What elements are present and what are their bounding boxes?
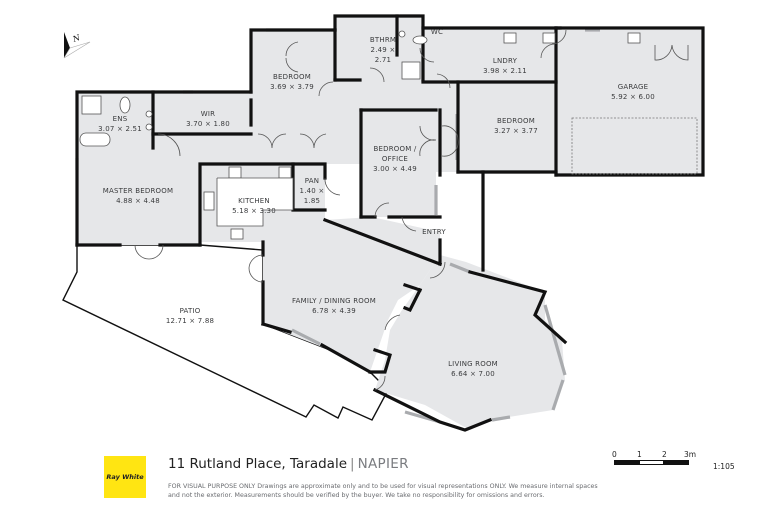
floor-plan: N — [62, 14, 705, 432]
address-separator: | — [350, 456, 355, 472]
basin-icon — [145, 110, 153, 118]
room-name-garage: GARAGE — [618, 83, 649, 91]
room-name-patio: PATIO — [180, 307, 201, 315]
basin-icon — [145, 123, 153, 131]
shower-icon — [401, 61, 421, 80]
room-name-wc: WC — [431, 28, 443, 36]
sink-icon — [542, 32, 556, 44]
room-name-lndry: LNDRY — [493, 57, 518, 65]
scale-ratio: 1:105 — [713, 462, 735, 471]
north-arrow-icon: N — [63, 32, 91, 59]
room-name-bthrm: BTHRM — [370, 36, 396, 44]
scale-segment-1 — [614, 460, 639, 465]
room-name-ens: ENS — [113, 115, 128, 123]
room-size-pan: 1.40 × — [300, 187, 325, 195]
basin-icon — [398, 30, 406, 38]
room-size-master-bedroom: 4.88 × 4.48 — [116, 197, 160, 205]
toilet-icon — [412, 35, 428, 45]
ray-white-logo: Ray White — [104, 456, 146, 498]
cooktop-icon — [228, 166, 242, 179]
room-size-family-dining: 6.78 × 4.39 — [312, 307, 356, 315]
sink-icon — [230, 228, 244, 240]
room-name-family-dining: FAMILY / DINING ROOM — [292, 297, 376, 305]
room-size-bedroom: 3.69 × 3.79 — [270, 83, 314, 91]
garage-door-outline — [571, 117, 698, 175]
room-size-patio: 12.71 × 7.88 — [166, 317, 214, 325]
disclaimer-text: FOR VISUAL PURPOSE ONLY Drawings are app… — [168, 482, 648, 500]
room-name-entry: ENTRY — [422, 228, 446, 236]
street-address: 11 Rutland Place, Taradale — [168, 456, 348, 472]
room-size-lndry: 3.98 × 2.11 — [483, 67, 527, 75]
room-name-wir: WIR — [201, 110, 215, 118]
room-name-bedroom-office-2: OFFICE — [382, 155, 408, 163]
brand-name: Ray White — [106, 473, 144, 481]
scale-tick-0: 0 — [612, 450, 617, 459]
room-size-bthrm-2: 2.71 — [375, 56, 391, 64]
fridge-icon — [278, 166, 292, 179]
room-labels: ENS 3.07 × 2.51 WIR 3.70 × 1.80 BEDROOM … — [98, 28, 655, 378]
room-size-garage: 5.92 × 6.00 — [611, 93, 655, 101]
room-size-bedroom-2: 3.27 × 3.77 — [494, 127, 538, 135]
scale-bar: 0 1 2 3m 1:105 — [612, 450, 735, 478]
scale-tick-1: 1 — [637, 450, 642, 459]
room-name-bedroom: BEDROOM — [273, 73, 311, 81]
room-size-ens: 3.07 × 2.51 — [98, 125, 142, 133]
room-name-pan: PAN — [305, 177, 319, 185]
room-name-bedroom-2: BEDROOM — [497, 117, 535, 125]
room-size-wir: 3.70 × 1.80 — [186, 120, 230, 128]
fixtures — [79, 30, 698, 240]
walls — [75, 14, 705, 432]
bathtub-icon — [79, 132, 111, 147]
room-size-pan-2: 1.85 — [304, 197, 320, 205]
room-name-master-bedroom: MASTER BEDROOM — [103, 187, 173, 195]
disclaimer-line-2: and not the exterior. Measurements shoul… — [168, 492, 545, 499]
room-name-bedroom-office: BEDROOM / — [374, 145, 417, 153]
city-name: NAPIER — [357, 456, 409, 472]
sink-icon — [503, 32, 517, 44]
toilet-icon — [119, 96, 131, 114]
oven-icon — [203, 191, 215, 211]
room-fills — [77, 16, 703, 430]
room-size-living-room: 6.64 × 7.00 — [451, 370, 495, 378]
scale-tick-2: 2 — [662, 450, 667, 459]
room-size-bedroom-office: 3.00 × 4.49 — [373, 165, 417, 173]
sink-icon — [627, 32, 641, 44]
disclaimer-line-1: FOR VISUAL PURPOSE ONLY Drawings are app… — [168, 483, 598, 490]
property-address: 11 Rutland Place, Taradale|NAPIER — [168, 456, 409, 472]
room-name-living-room: LIVING ROOM — [448, 360, 498, 368]
door-swings — [134, 29, 689, 391]
room-size-bthrm: 2.49 × — [371, 46, 396, 54]
svg-text:N: N — [71, 33, 83, 45]
scale-segment-3 — [664, 460, 689, 465]
scale-tick-3: 3m — [684, 450, 697, 459]
room-size-kitchen: 5.18 × 3.30 — [232, 207, 276, 215]
shower-icon — [81, 95, 102, 115]
scale-segment-2 — [639, 460, 664, 465]
room-name-kitchen: KITCHEN — [238, 197, 270, 205]
